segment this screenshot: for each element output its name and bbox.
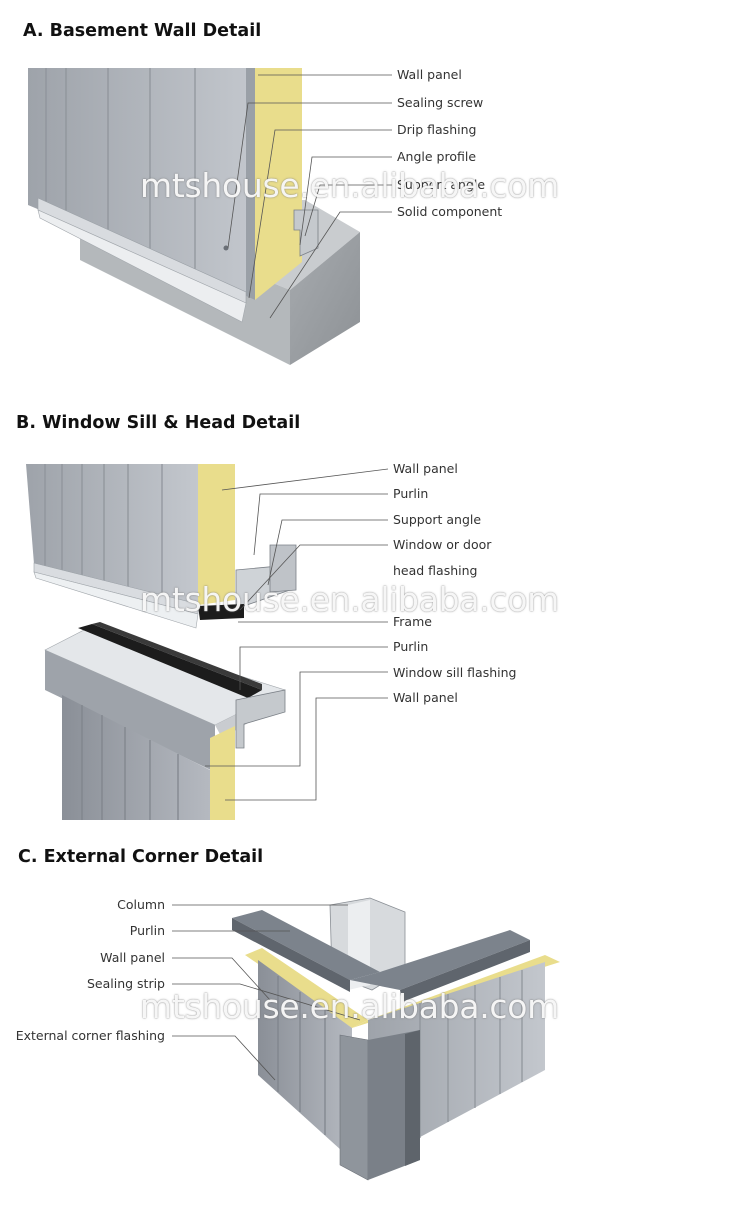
label-purlin-c: Purlin bbox=[129, 923, 165, 938]
window-detail-drawing bbox=[26, 464, 389, 820]
label-sealing-screw: Sealing screw bbox=[397, 95, 484, 110]
label-external-corner-flashing: External corner flashing bbox=[15, 1028, 165, 1043]
sill-purlin bbox=[235, 689, 286, 749]
purlin-top bbox=[232, 910, 380, 980]
upper-wall-panel bbox=[26, 464, 198, 605]
insulation-top bbox=[245, 948, 368, 1028]
label-sealing-strip: Sealing strip bbox=[86, 976, 165, 991]
label-wall-panel-c: Wall panel bbox=[100, 950, 165, 965]
label-support-angle-b: Support angle bbox=[393, 512, 482, 527]
label-head-flashing: head flashing bbox=[393, 563, 478, 578]
watermark-b: mtshouse.en.alibaba.com bbox=[140, 580, 559, 619]
wall-panel-face bbox=[28, 68, 255, 300]
external-corner-flashing bbox=[339, 1034, 369, 1181]
label-column: Column bbox=[117, 897, 165, 912]
label-solid-component: Solid component bbox=[397, 204, 503, 219]
label-wall-panel-upper: Wall panel bbox=[393, 461, 458, 476]
corner-detail-drawing bbox=[172, 897, 560, 1181]
corner-wall-panel-left bbox=[258, 960, 352, 1160]
label-window-or-door: Window or door bbox=[393, 537, 492, 552]
label-angle-profile: Angle profile bbox=[397, 149, 477, 164]
label-wall-panel-lower: Wall panel bbox=[393, 690, 458, 705]
section-c-heading: C. External Corner Detail bbox=[18, 847, 264, 867]
sill-frame bbox=[78, 624, 262, 698]
lower-wall-panel bbox=[62, 695, 210, 820]
watermark-c: mtshouse.en.alibaba.com bbox=[140, 987, 559, 1026]
label-wall-panel: Wall panel bbox=[397, 67, 462, 82]
label-purlin-lower: Purlin bbox=[393, 639, 429, 654]
label-frame: Frame bbox=[393, 614, 432, 629]
section-b-heading: B. Window Sill & Head Detail bbox=[16, 413, 301, 433]
label-support-angle: Support angle bbox=[397, 177, 486, 192]
label-drip-flashing: Drip flashing bbox=[397, 122, 477, 137]
watermark-a: mtshouse.en.alibaba.com bbox=[140, 166, 559, 205]
insulation-core bbox=[255, 68, 302, 300]
concrete-base-side bbox=[290, 232, 360, 365]
basement-wall-drawing bbox=[28, 68, 392, 365]
label-window-sill-flashing: Window sill flashing bbox=[393, 665, 517, 680]
head-frame bbox=[198, 604, 244, 620]
section-a-heading: A. Basement Wall Detail bbox=[23, 21, 262, 41]
label-purlin-upper: Purlin bbox=[393, 486, 429, 501]
